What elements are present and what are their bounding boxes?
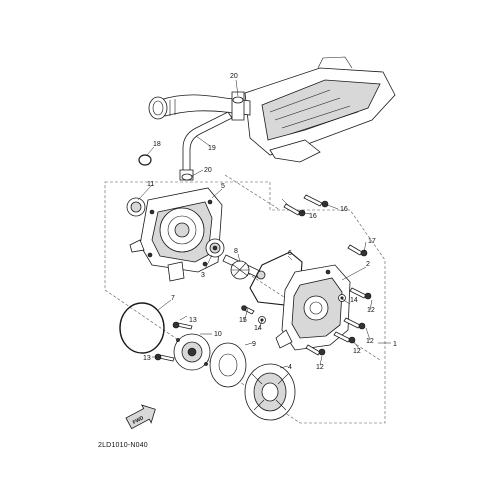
callout-2: 2 [366,261,370,268]
bearing-3 [205,238,225,258]
callout-19: 19 [208,145,216,152]
clamp-20-upper [232,96,244,104]
o-ring-18 [138,154,152,166]
callout-7: 7 [171,295,175,302]
bolt-12d [305,344,326,356]
intake-pipe [148,91,251,121]
callout-1: 1 [393,341,397,348]
callout-12-a: 12 [367,307,375,314]
bolt-15 [241,305,255,315]
callout-6: 6 [288,250,292,257]
bolt-12c [333,331,356,344]
leader-lines [137,79,391,369]
callout-5: 5 [221,183,225,190]
callout-3: 3 [201,272,205,279]
bolt-12b [343,317,366,330]
bolt-13a [172,321,193,330]
fwd-label: FWD [132,415,145,426]
callout-4: 4 [288,364,292,371]
callout-8: 8 [234,248,238,255]
crankcase-cover-5 [129,187,223,282]
callout-12-c: 12 [353,348,361,355]
callout-9: 9 [252,341,256,348]
cover-plate-9 [209,342,247,388]
callouts: 20 19 20 18 11 5 16 16 17 2 1 3 8 6 14 1… [143,73,397,371]
plate-10 [173,333,211,371]
callout-20-bottom: 20 [204,167,212,174]
bolt-16b [303,194,329,208]
callout-12-b: 12 [366,338,374,345]
callout-13-upper: 13 [189,317,197,324]
water-pump-housing-2 [275,264,351,351]
callout-15: 15 [239,317,247,324]
o-ring-7 [119,302,165,354]
callout-16-lower: 16 [309,213,317,220]
callout-12-d: 12 [316,364,324,371]
callout-11: 11 [147,181,154,188]
clamp-20-lower [181,173,193,181]
oil-seal-11 [126,197,146,217]
callout-18: 18 [153,141,161,148]
callout-13-lower: 13 [143,355,151,362]
air-box-assembly [244,56,396,163]
fwd-arrow-icon: FWD [125,404,156,430]
impeller-shaft-8 [222,254,266,280]
bolt-17 [347,244,368,257]
bolt-13b [154,353,175,362]
callout-20-top: 20 [230,73,238,80]
callout-16-upper: 16 [340,206,348,213]
callout-17: 17 [368,238,376,245]
callout-10: 10 [214,331,222,338]
bolt-12a [349,287,372,300]
callout-14-right: 14 [350,297,358,304]
outer-cover-4 [244,363,296,421]
callout-14-left: 14 [254,325,262,332]
diagram-code: 2LD1010-N040 [98,442,148,449]
washer-14b [258,316,266,324]
